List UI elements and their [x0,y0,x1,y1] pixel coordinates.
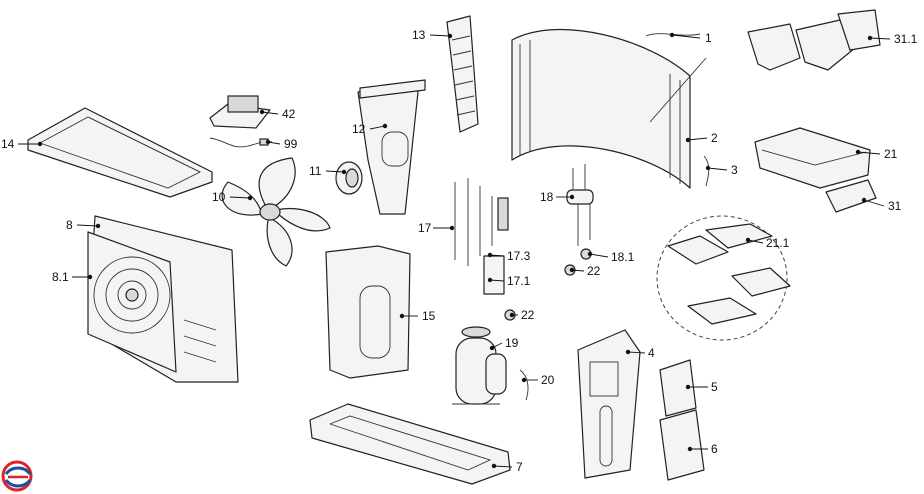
callout-21: 21 [884,147,898,161]
callout-4: 4 [648,346,655,360]
callout-13: 13 [412,28,426,42]
callout-12: 12 [352,122,366,136]
callout-18: 18 [540,190,554,204]
callout-3: 3 [731,163,738,177]
pcb-group [656,215,791,341]
brand-logo-icon [1,460,33,492]
callout-17: 17 [418,221,432,235]
part-control-box-assy [747,9,881,71]
callout-labels: 1 2 3 4 5 6 7 8 8.1 10 11 12 13 14 15 17… [1,28,918,474]
callout-31: 31 [888,199,902,213]
leader-lines [18,32,891,469]
callout-42: 42 [282,107,296,121]
callout-2: 2 [711,131,718,145]
part-reactor [209,95,271,129]
part-compressor [452,326,507,405]
part-valve-cover [659,359,697,417]
part-side-cover [659,409,705,481]
callout-31-1: 31.1 [894,32,918,46]
callout-11: 11 [309,164,322,178]
callout-22a: 22 [587,264,601,278]
callout-6: 6 [711,442,718,456]
part-pipe [519,369,529,401]
callout-21-1: 21.1 [766,236,790,250]
part-electrical-cover [825,179,877,213]
part-motor-bracket [357,79,426,215]
part-side-grille [446,15,479,133]
callout-7: 7 [516,460,523,474]
part-front-panel [87,215,239,383]
callout-18-1: 18.1 [611,250,635,264]
part-sensor [703,155,710,187]
callout-22b: 22 [521,308,535,322]
part-base-plate [309,403,511,485]
callout-10: 10 [212,190,226,204]
callout-17-1: 17.1 [507,274,531,288]
part-electrical-box [754,127,871,189]
callout-15: 15 [422,309,436,323]
callout-14: 14 [1,137,15,151]
part-condenser-coil [511,28,707,189]
part-valve-assembly [454,178,509,295]
part-top-cover [27,107,213,198]
part-partition-plate [325,245,411,379]
callout-5: 5 [711,380,718,394]
callout-19: 19 [505,336,519,350]
callout-8: 8 [66,218,73,232]
callout-8-1: 8.1 [52,270,69,284]
part-wire [209,137,273,148]
callout-1: 1 [705,31,712,45]
part-fan-blade [221,157,331,267]
part-right-side-panel [577,329,641,479]
callout-99: 99 [284,137,298,151]
callout-17-3: 17.3 [507,249,531,263]
part-fan-motor [335,161,363,195]
part-reversing-valve [566,164,594,260]
callout-20: 20 [541,373,555,387]
